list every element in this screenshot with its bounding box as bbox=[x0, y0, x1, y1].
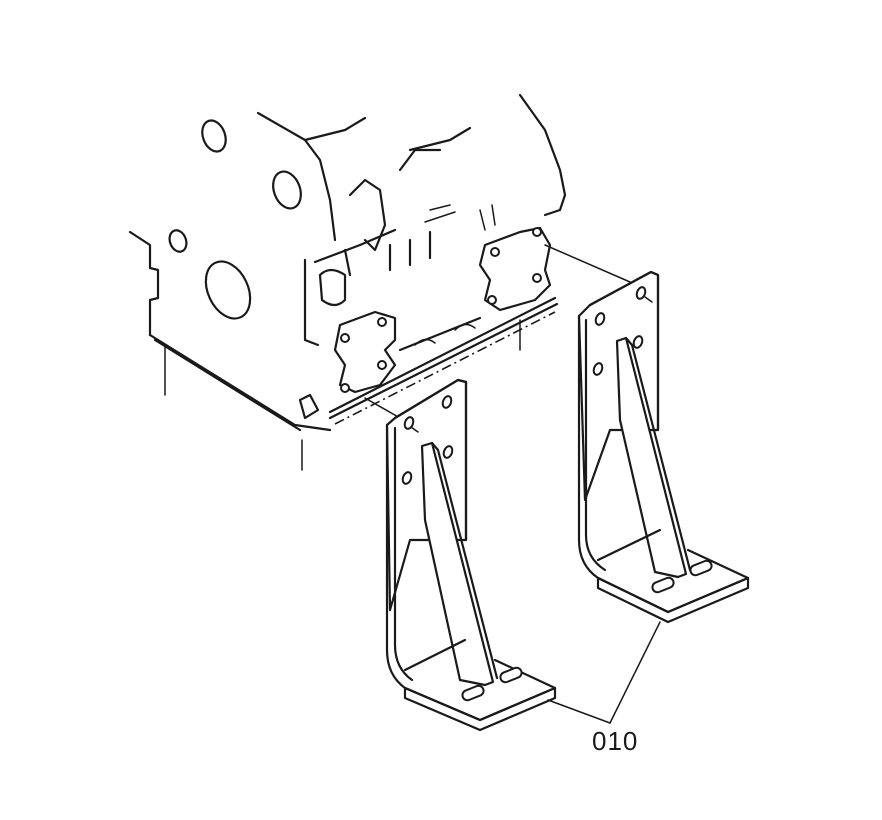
engine-block bbox=[128, 93, 631, 471]
bracket-left bbox=[385, 378, 557, 732]
bracket-right bbox=[577, 270, 750, 624]
callout-label-010: 010 bbox=[592, 726, 639, 756]
callout-leader-010 bbox=[547, 621, 661, 724]
